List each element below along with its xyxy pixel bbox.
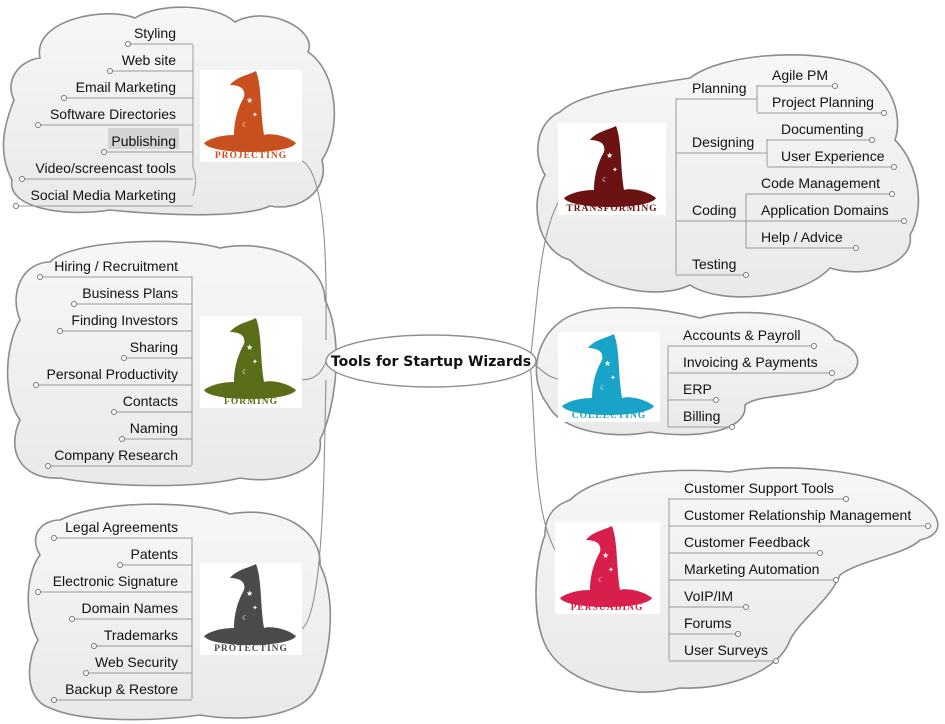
wizard-hat-icon — [204, 71, 296, 152]
wizard-hat-icon — [204, 318, 296, 399]
leaf-electronic-signature[interactable]: Electronic Signature — [53, 573, 179, 589]
svg-text:★: ★ — [246, 96, 253, 105]
leaf-publishing[interactable]: Publishing — [111, 133, 176, 149]
cloud-protecting — [27, 503, 332, 721]
leaf-naming[interactable]: Naming — [130, 420, 178, 436]
central-node[interactable]: Tools for Startup Wizards — [325, 334, 537, 388]
branch-collecting: Accounts & Payroll Invoicing & Payments … — [667, 327, 835, 430]
label-projecting: PROJECTING — [215, 151, 287, 161]
leaf-contacts[interactable]: Contacts — [123, 393, 178, 409]
leaf-voip-im[interactable]: VoIP/IM — [684, 588, 733, 604]
leaf-project-planning[interactable]: Project Planning — [772, 94, 874, 110]
central-connectors — [299, 159, 576, 631]
group-designing[interactable]: Designing — [692, 134, 754, 150]
branch-persuading: Customer Support Tools Customer Relation… — [668, 480, 931, 664]
leaf-web-site[interactable]: Web site — [122, 52, 176, 68]
leaf-user-experience[interactable]: User Experience — [781, 148, 885, 164]
label-collecting: COLLECTING — [572, 411, 646, 421]
hat-collecting: ★ ✦ ☾ COLLECTING — [558, 332, 660, 422]
leaf-business-plans[interactable]: Business Plans — [82, 285, 178, 301]
wizard-hat-icon — [204, 564, 296, 645]
leaf-agile-pm[interactable]: Agile PM — [772, 67, 828, 83]
svg-text:☾: ☾ — [598, 577, 604, 584]
leaf-hiring-recruitment[interactable]: Hiring / Recruitment — [54, 258, 178, 274]
branch-protecting: Legal Agreements Patents Electronic Sign… — [35, 519, 193, 703]
branch-forming: Hiring / Recruitment Business Plans Find… — [33, 258, 193, 469]
svg-text:✦: ✦ — [252, 358, 258, 366]
leaf-company-research[interactable]: Company Research — [54, 447, 178, 463]
leaf-finding-investors[interactable]: Finding Investors — [71, 312, 178, 328]
group-coding[interactable]: Coding — [692, 202, 736, 218]
leaf-trademarks[interactable]: Trademarks — [104, 627, 178, 643]
leaf-customer-relationship-management[interactable]: Customer Relationship Management — [684, 507, 911, 523]
hat-forming: ★ ✦ ☾ FORMING — [200, 316, 302, 408]
label-protecting: PROTECTING — [214, 644, 288, 654]
label-persuading: PERSUADING — [571, 603, 644, 613]
wizard-hat-icon — [560, 526, 652, 607]
leaf-patents[interactable]: Patents — [131, 546, 178, 562]
leaf-customer-support-tools[interactable]: Customer Support Tools — [684, 480, 834, 496]
leaf-domain-names[interactable]: Domain Names — [82, 600, 178, 616]
hat-transforming: ★ ✦ ☾ TRANSFORMING — [558, 123, 666, 215]
leaf-software-directories[interactable]: Software Directories — [50, 106, 176, 122]
cloud-forming — [6, 240, 337, 487]
svg-text:✦: ✦ — [252, 604, 258, 612]
leaf-video-screencast-tools[interactable]: Video/screencast tools — [35, 160, 176, 176]
branch-transforming: Planning Agile PM Project Planning Desig… — [675, 67, 907, 278]
leaf-web-security[interactable]: Web Security — [95, 654, 178, 670]
svg-text:✦: ✦ — [612, 166, 618, 174]
leaf-accounts-payroll[interactable]: Accounts & Payroll — [683, 327, 801, 343]
group-planning[interactable]: Planning — [692, 80, 747, 96]
hat-projecting: ★ ✦ ☾ PROJECTING — [200, 70, 302, 162]
group-testing[interactable]: Testing — [692, 256, 736, 272]
wizard-hat-icon — [564, 126, 656, 207]
svg-text:✦: ✦ — [252, 111, 258, 119]
leaf-legal-agreements[interactable]: Legal Agreements — [65, 519, 178, 535]
leaf-forums[interactable]: Forums — [684, 615, 731, 631]
hat-protecting: ★ ✦ ☾ PROTECTING — [200, 563, 302, 655]
leaf-social-media-marketing[interactable]: Social Media Marketing — [30, 187, 176, 203]
label-transforming: TRANSFORMING — [566, 204, 657, 214]
svg-text:★: ★ — [246, 343, 253, 352]
svg-text:☾: ☾ — [602, 177, 608, 184]
svg-text:✦: ✦ — [608, 566, 614, 574]
central-title: Tools for Startup Wizards — [331, 354, 531, 370]
leaf-email-marketing[interactable]: Email Marketing — [76, 79, 176, 95]
leaf-invoicing-payments[interactable]: Invoicing & Payments — [683, 354, 818, 370]
leaf-personal-productivity[interactable]: Personal Productivity — [46, 366, 178, 382]
svg-text:☾: ☾ — [242, 369, 248, 376]
leaf-marketing-automation[interactable]: Marketing Automation — [684, 561, 819, 577]
leaf-application-domains[interactable]: Application Domains — [761, 202, 889, 218]
leaf-erp[interactable]: ERP — [683, 381, 712, 397]
cloud-projecting — [2, 6, 336, 216]
leaf-customer-feedback[interactable]: Customer Feedback — [684, 534, 811, 550]
label-forming: FORMING — [224, 397, 278, 407]
wizard-hat-icon — [562, 334, 654, 415]
svg-text:★: ★ — [246, 589, 253, 598]
leaf-code-management[interactable]: Code Management — [761, 175, 880, 191]
svg-text:☾: ☾ — [242, 615, 248, 622]
svg-text:★: ★ — [602, 551, 609, 560]
branch-projecting: Styling Web site Email Marketing Softwar… — [13, 25, 197, 209]
leaf-documenting[interactable]: Documenting — [781, 121, 864, 137]
leaf-sharing[interactable]: Sharing — [130, 339, 178, 355]
svg-text:☾: ☾ — [242, 122, 248, 129]
svg-text:✦: ✦ — [610, 374, 616, 382]
leaf-billing[interactable]: Billing — [683, 408, 720, 424]
svg-text:★: ★ — [606, 151, 613, 160]
highlight-publishing — [108, 128, 179, 149]
leaf-user-surveys[interactable]: User Surveys — [684, 642, 768, 658]
hat-persuading: ★ ✦ ☾ PERSUADING — [555, 522, 660, 614]
leaf-backup-restore[interactable]: Backup & Restore — [65, 681, 178, 697]
leaf-styling[interactable]: Styling — [134, 25, 176, 41]
leaf-help-advice[interactable]: Help / Advice — [761, 229, 843, 245]
svg-text:★: ★ — [604, 359, 611, 368]
svg-text:☾: ☾ — [600, 385, 606, 392]
